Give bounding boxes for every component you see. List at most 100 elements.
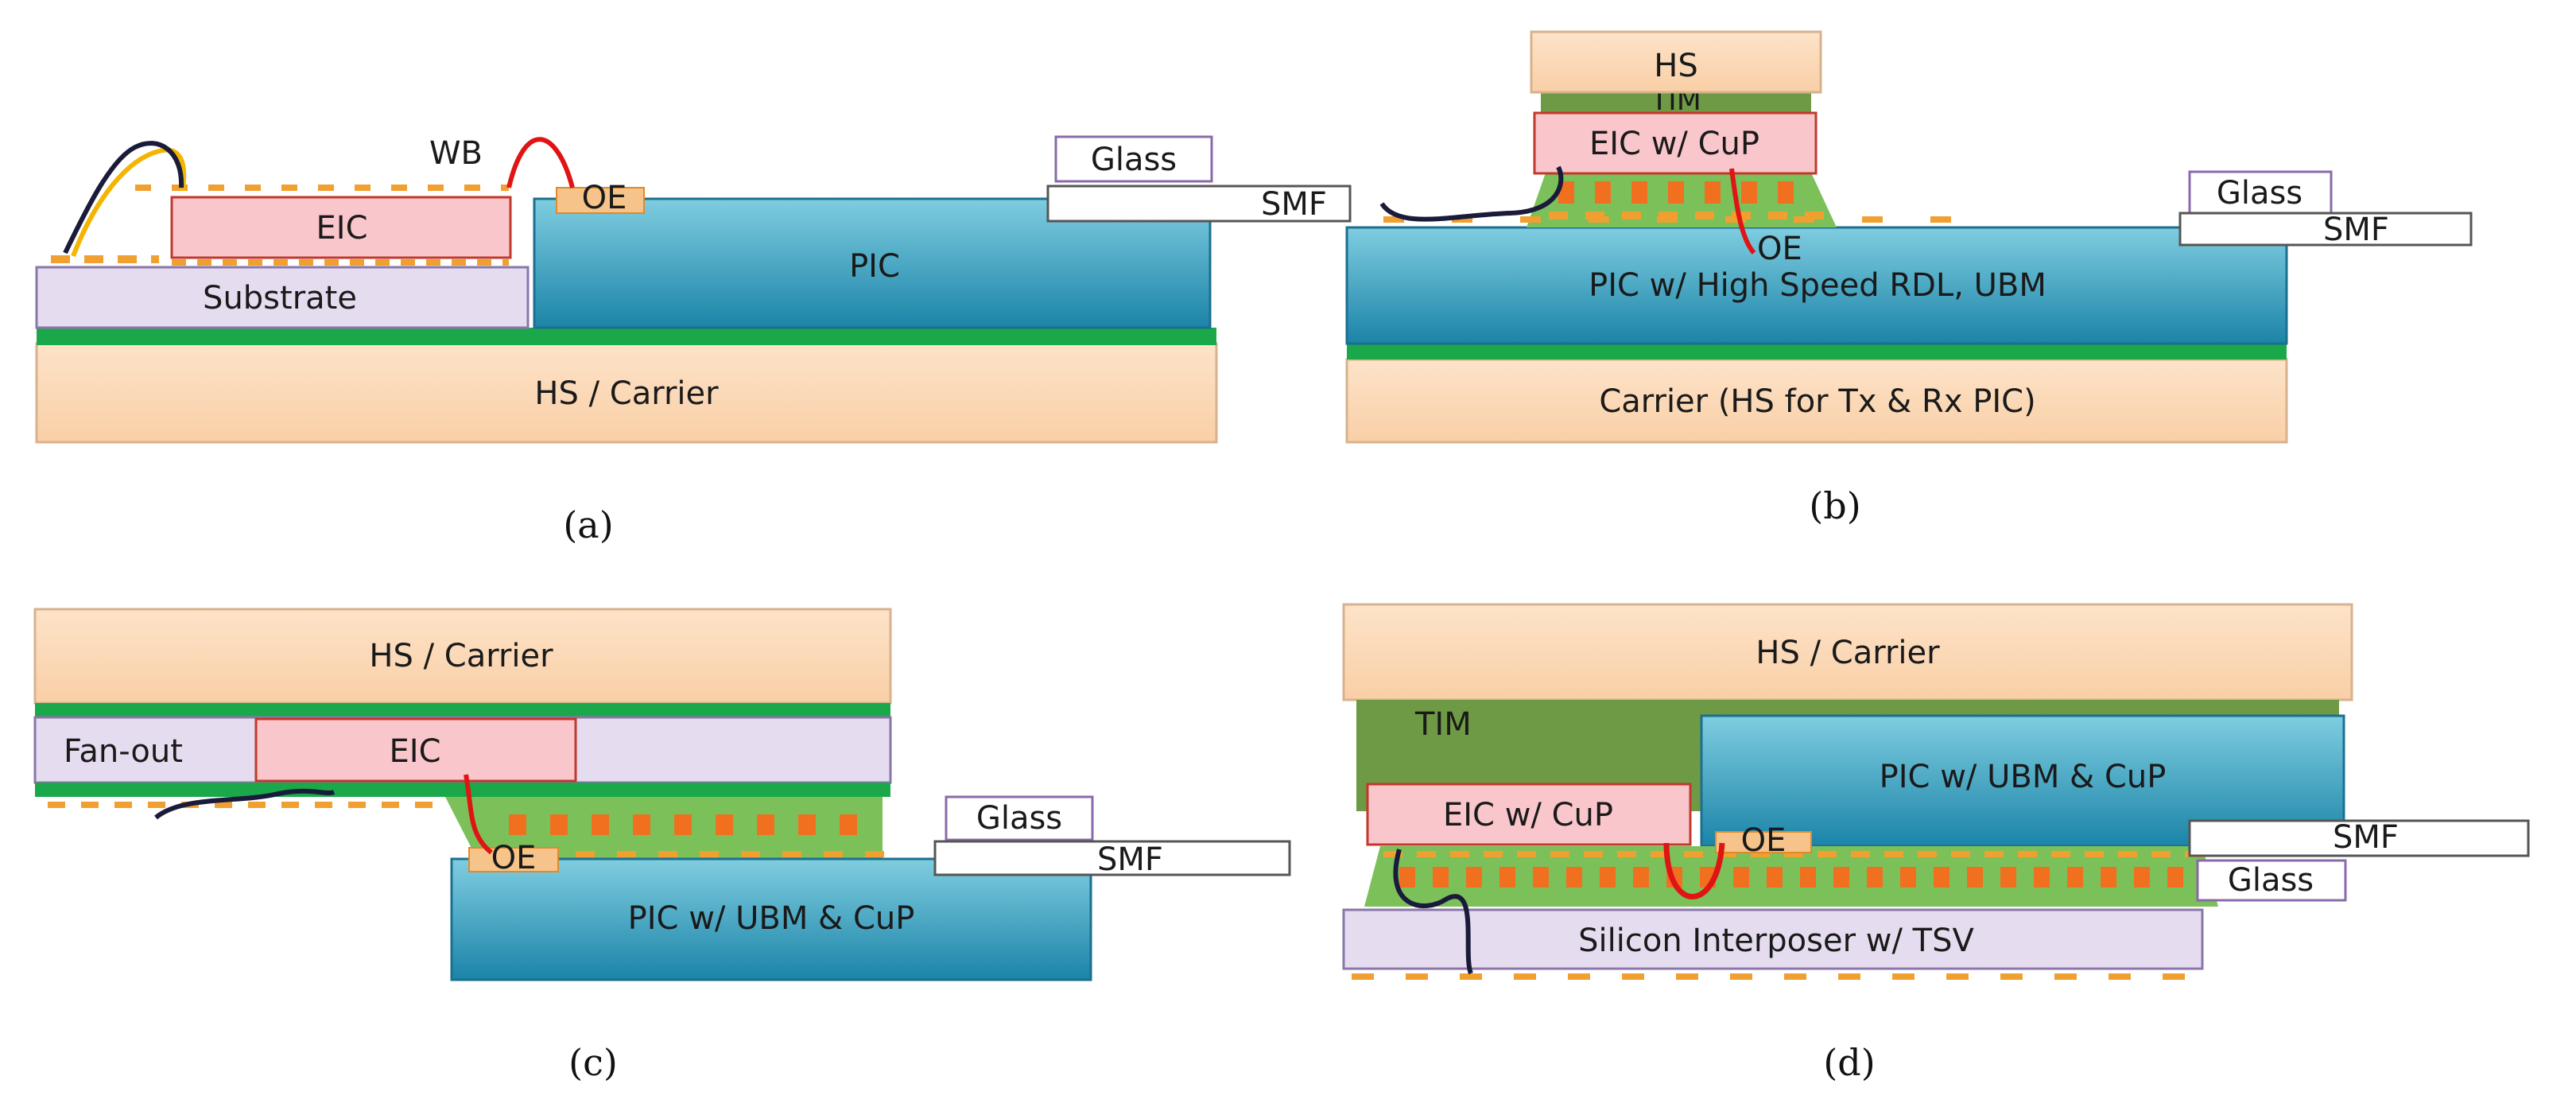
c-glass xyxy=(945,795,1094,841)
bump xyxy=(1600,867,1616,888)
bump xyxy=(576,851,595,857)
bump xyxy=(1566,867,1582,888)
bump xyxy=(1784,851,1803,857)
d-smf xyxy=(2188,819,2530,857)
bump xyxy=(2051,851,2070,857)
a-glass xyxy=(1054,135,1213,183)
c-oe-label: OE xyxy=(491,840,537,876)
d-interposer xyxy=(1342,908,2204,970)
d-smf-label: SMF xyxy=(2333,819,2399,856)
bump xyxy=(2000,867,2016,888)
bump xyxy=(1805,212,1824,220)
bump xyxy=(1617,851,1636,857)
bump xyxy=(1867,867,1883,888)
bump xyxy=(1741,181,1757,204)
bump xyxy=(757,814,774,835)
bump xyxy=(550,814,568,835)
bump xyxy=(1433,867,1449,888)
b-glass-label: Glass xyxy=(2217,175,2302,212)
c-caption: (c) xyxy=(568,1041,618,1084)
d-eic-label: EIC w/ CuP xyxy=(1443,797,1613,833)
bump xyxy=(2151,851,2171,857)
b-pic-label: PIC w/ High Speed RDL, UBM xyxy=(1589,267,2046,304)
d-caption: (d) xyxy=(1823,1041,1875,1084)
a-hs-carrier xyxy=(35,342,1218,444)
bump xyxy=(1934,867,1949,888)
bump xyxy=(2034,867,2050,888)
bump xyxy=(1484,851,1503,857)
a-oe-label: OE xyxy=(582,180,627,216)
bump xyxy=(1918,851,1937,857)
bump xyxy=(1967,867,1983,888)
d-wire-black xyxy=(1393,849,1473,975)
bump xyxy=(1717,851,1736,857)
bump xyxy=(592,814,609,835)
bump xyxy=(2167,867,2183,888)
a-glass-label: Glass xyxy=(1091,142,1177,178)
bump xyxy=(1550,851,1569,857)
bump xyxy=(658,851,677,857)
panel-b: Carrier (HS for Tx & Rx PIC) PIC w/ High… xyxy=(1345,30,2473,527)
bump xyxy=(700,851,719,857)
bump xyxy=(2018,851,2037,857)
bump xyxy=(1684,851,1703,857)
c-oe xyxy=(468,847,559,872)
bump xyxy=(1549,212,1568,220)
b-carrier-label: Carrier (HS for Tx & Rx PIC) xyxy=(1599,383,2035,420)
a-oe xyxy=(556,187,645,214)
bump xyxy=(1417,851,1436,857)
bump xyxy=(1767,867,1783,888)
bump xyxy=(1466,867,1482,888)
bump xyxy=(509,814,526,835)
bump xyxy=(840,814,857,835)
d-hs-carrier xyxy=(1342,603,2353,701)
bump xyxy=(1768,212,1787,220)
a-substrate xyxy=(35,266,530,329)
b-smf xyxy=(2178,212,2473,247)
b-eic-label: EIC w/ CuP xyxy=(1589,126,1759,162)
c-eic xyxy=(254,717,577,783)
b-pic xyxy=(1345,226,2288,345)
b-smf-label: SMF xyxy=(2323,212,2389,248)
c-fanout-label: Fan-out xyxy=(64,733,183,770)
bump xyxy=(1585,212,1604,220)
d-tim-label: TIM xyxy=(1414,706,1472,743)
bump xyxy=(716,814,733,835)
c-glass-label: Glass xyxy=(976,800,1062,837)
a-pic-label: PIC xyxy=(849,248,900,285)
a-caption: (a) xyxy=(563,503,613,546)
bump xyxy=(824,851,843,857)
b-caption: (b) xyxy=(1809,484,1860,527)
bump xyxy=(1884,851,1903,857)
d-underfill xyxy=(1364,846,2218,907)
d-eic xyxy=(1366,783,1692,846)
bump xyxy=(1668,181,1684,204)
b-hs xyxy=(1530,30,1822,94)
bump xyxy=(1399,867,1415,888)
bump xyxy=(1705,181,1721,204)
d-oe xyxy=(1715,831,1812,853)
a-substrate-label: Substrate xyxy=(203,280,357,317)
bump xyxy=(1633,867,1649,888)
bump xyxy=(633,814,650,835)
bump xyxy=(1651,851,1670,857)
d-wire-red xyxy=(1663,842,1725,899)
c-green-bottom xyxy=(35,783,890,797)
b-wire-red xyxy=(1729,168,1756,254)
bump xyxy=(1517,851,1536,857)
bump xyxy=(1558,181,1574,204)
bump xyxy=(1751,851,1770,857)
bump xyxy=(1833,867,1849,888)
bump xyxy=(2067,867,2083,888)
d-pic-label: PIC w/ UBM & CuP xyxy=(1880,759,2167,795)
a-smf xyxy=(1046,185,1352,223)
d-bump-array xyxy=(1383,851,2204,888)
b-glass xyxy=(2188,170,2333,215)
bump xyxy=(1984,851,2004,857)
bump xyxy=(741,851,760,857)
bump xyxy=(1533,867,1549,888)
a-green-layer xyxy=(37,328,1216,345)
bump xyxy=(1800,867,1816,888)
